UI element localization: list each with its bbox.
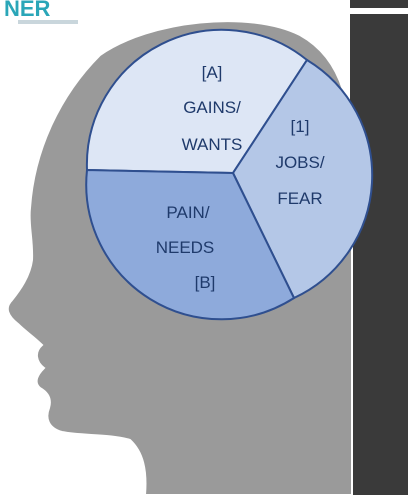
segment-jobs-fear — [231, 58, 374, 300]
label-1-line3: FEAR — [277, 189, 322, 208]
right-dark-panel — [350, 14, 408, 495]
label-a-line3: WANTS — [182, 135, 243, 154]
label-a-line2: GAINS/ — [183, 98, 241, 117]
label-1-line2: JOBS/ — [275, 153, 324, 172]
label-1-line1: [1] — [291, 117, 310, 136]
label-a-line1: [A] — [202, 63, 223, 82]
segment-pain-needs — [85, 168, 296, 321]
logo-text: NER — [4, 0, 51, 21]
segment-gains-wants — [85, 28, 309, 175]
label-b-line3: [B] — [195, 273, 216, 292]
label-b-line2: NEEDS — [156, 238, 215, 257]
logo: NER — [4, 0, 78, 24]
pie-chart — [85, 28, 374, 321]
logo-subline — [18, 20, 78, 24]
label-b-line1: PAIN/ — [166, 203, 209, 222]
right-dark-panel-top — [350, 0, 408, 8]
